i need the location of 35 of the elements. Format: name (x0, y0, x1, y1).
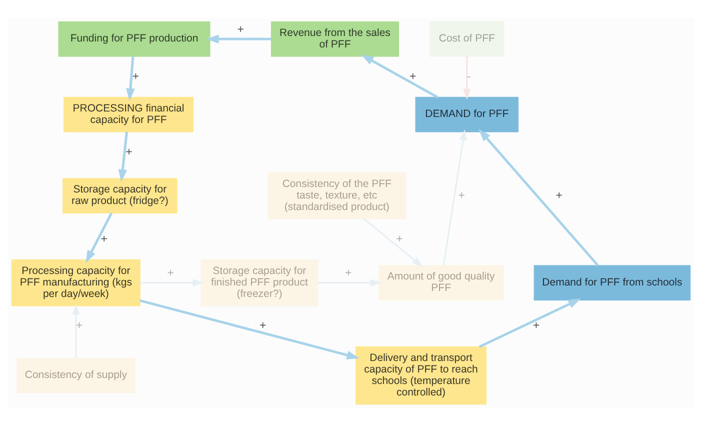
edge-label: + (556, 189, 562, 202)
edge-label: + (237, 23, 244, 36)
arrow (442, 128, 467, 266)
arrow (72, 303, 80, 358)
node-box: Storage capacity for raw product (fridge?) (62, 178, 178, 213)
node-box: Revenue from the sales of PFF (270, 20, 400, 56)
arrow (86, 212, 113, 263)
arrow (140, 278, 204, 286)
edge-label: + (410, 70, 416, 82)
edge-label: + (532, 320, 540, 332)
arrow (478, 128, 599, 266)
edge-label: + (345, 267, 352, 280)
edge-label: + (458, 189, 465, 202)
arrow (360, 54, 438, 98)
edge-label: - (466, 70, 471, 82)
arrow (140, 298, 360, 359)
edge-label: + (132, 70, 140, 82)
node-box: DEMAND for PFF (415, 96, 519, 132)
node-box: PROCESSING financial capacity for PFF (64, 96, 194, 132)
edge-label: + (76, 320, 83, 332)
arrow (463, 56, 471, 100)
edge-label: + (396, 232, 403, 245)
arrow (206, 34, 272, 43)
node-box: Processing capacity for PFF manufacturing (kgs per day/week) (11, 258, 140, 306)
node-box: Delivery and transport capacity of PFF to reach schools (temperature controlled) (356, 346, 486, 404)
edge-label: + (167, 267, 174, 280)
node-box: Demand for PFF from schools (534, 264, 691, 300)
edge-label: + (259, 320, 266, 332)
node-box: Funding for PFF production (58, 20, 210, 56)
arrow (478, 298, 581, 348)
node-box: Cost of PFF (430, 20, 504, 56)
edge-label: + (100, 232, 108, 245)
edge-label: + (126, 146, 132, 158)
arrow (126, 56, 135, 101)
arrow (118, 131, 128, 182)
